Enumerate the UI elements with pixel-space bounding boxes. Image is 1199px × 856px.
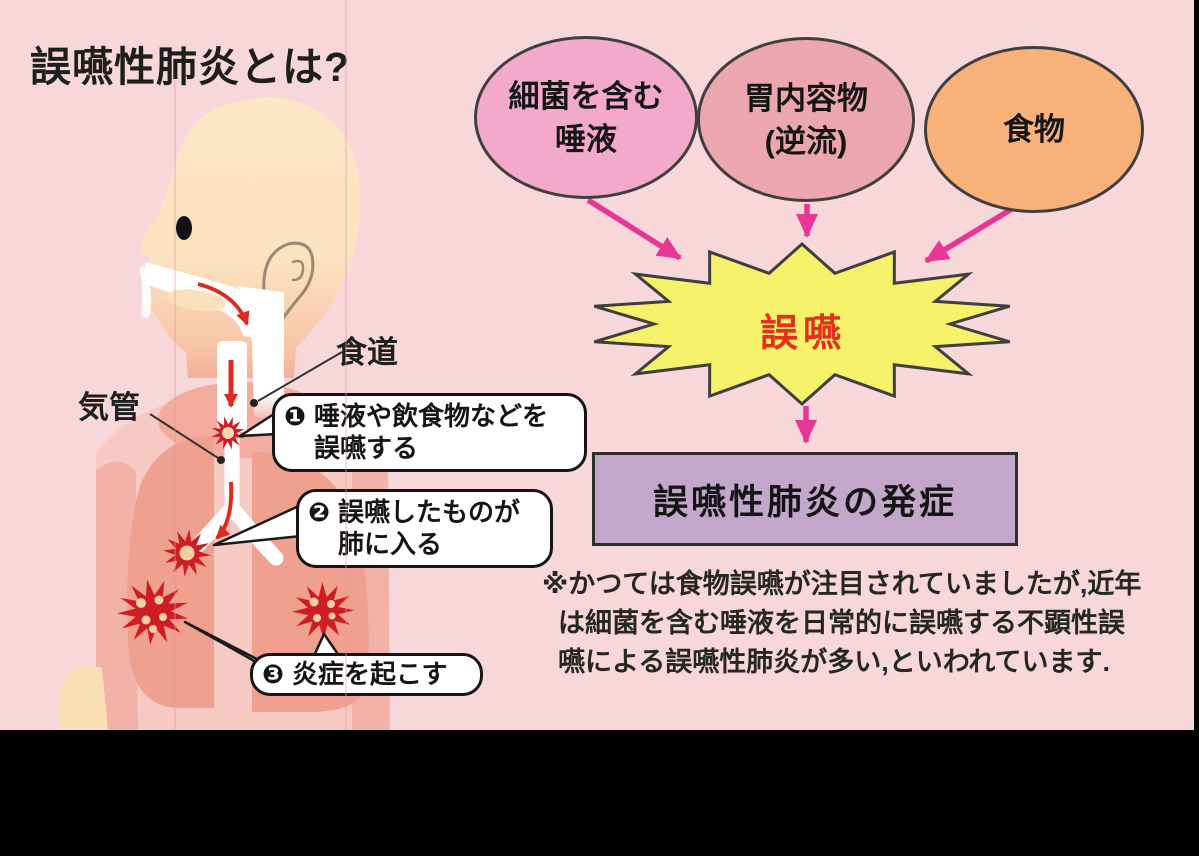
step3-text: 炎症を起こす	[292, 658, 474, 690]
burst-2-core	[179, 545, 195, 561]
esophagus-pointer-line	[257, 351, 343, 402]
callout-step3: ❸ 炎症を起こす	[250, 653, 483, 696]
swallow-arrow-bronchus	[215, 481, 234, 540]
callout-step1: ❶ 唾液や飲食物などを誤嚥する	[272, 393, 587, 472]
step2-number: ❷	[308, 497, 331, 527]
burst-4-dot	[328, 612, 336, 620]
page-title: 誤嚥性肺炎とは?	[30, 44, 351, 91]
source3-line1: 食物	[1003, 112, 1065, 147]
step3-line1: 炎症を起こす	[292, 659, 448, 689]
burst-3-dot	[136, 598, 146, 608]
step1-number: ❶	[284, 401, 307, 431]
swallow-arrow-mouth	[197, 282, 250, 326]
burst-3-dot	[141, 615, 151, 625]
burst-4-dot	[313, 614, 321, 622]
step2-line2: 肺に入る	[338, 529, 443, 559]
footnote-line2: は細菌を含む唾液を日常的に誤嚥する不顕性誤	[558, 608, 1125, 638]
step3-number: ❸	[262, 659, 285, 689]
source2-line2: (逆流)	[764, 123, 848, 159]
callout-step2: ❷ 誤嚥したものが肺に入る	[296, 489, 553, 568]
anatomy-flow-art	[60, 97, 1017, 730]
trachea-pointer-line	[149, 413, 219, 459]
trachea-pointer-dot	[217, 456, 225, 464]
burst-3-dot	[159, 613, 167, 621]
ear-icon	[262, 241, 315, 322]
source-oval-stomach: 胃内容物 (逆流)	[697, 37, 915, 202]
left-lung	[127, 436, 214, 708]
tongue	[166, 289, 226, 311]
left-arm	[96, 461, 138, 730]
diagram-canvas: 誤嚥性肺炎とは?	[0, 0, 1194, 730]
step1-line2: 誤嚥する	[314, 433, 419, 463]
hand	[60, 666, 108, 730]
human-figure	[60, 97, 390, 730]
esophagus-column	[238, 286, 284, 418]
footnote-line3: 嚥による誤嚥性肺炎が多い,といわれています.	[558, 647, 1111, 677]
source2-line1: 胃内容物	[744, 80, 868, 116]
step1-text: 唾液や飲食物などを誤嚥する	[314, 400, 578, 464]
esophagus-pointer-dot	[250, 399, 258, 407]
burst-3-dot	[154, 595, 164, 605]
burst-4-dot	[309, 597, 319, 607]
step1-line1: 唾液や飲食物などを	[314, 401, 549, 431]
outcome-text: 誤嚥性肺炎の発症	[652, 482, 957, 522]
inflammation-burst-3	[117, 579, 189, 645]
step2-text: 誤嚥したものが肺に入る	[338, 496, 544, 560]
ear-inner	[291, 259, 305, 282]
burst-4-dot	[327, 600, 335, 608]
aspiration-label: 誤嚥	[759, 313, 846, 355]
burst-3-dot	[149, 625, 157, 633]
eye	[176, 216, 192, 240]
footnote: ※かつては食物誤嚥が注目されていましたが,近年 は細菌を含む唾液を日常的に誤嚥す…	[542, 565, 1194, 682]
source1-line1: 細菌を含む	[508, 78, 664, 114]
aspiration-starburst	[593, 241, 1011, 407]
step2-line1: 誤嚥したものが	[338, 497, 521, 527]
outcome-box: 誤嚥性肺炎の発症	[592, 452, 1018, 546]
inflammation-burst-4	[292, 582, 354, 640]
flow-arrow-saliva	[586, 197, 682, 261]
flow-arrow-food	[924, 204, 1017, 264]
chin-highlight	[139, 266, 152, 318]
flowchart-graphics	[586, 197, 1017, 444]
burst-1-core	[222, 427, 234, 439]
source-oval-food: 食物	[924, 46, 1144, 213]
label-trachea: 気管	[78, 390, 140, 425]
label-esophagus: 食道	[336, 335, 398, 370]
footnote-line1: ※かつては食物誤嚥が注目されていましたが,近年	[542, 569, 1142, 599]
source1-line2: 唾液	[555, 121, 617, 157]
source-oval-saliva: 細菌を含む 唾液	[474, 36, 698, 199]
